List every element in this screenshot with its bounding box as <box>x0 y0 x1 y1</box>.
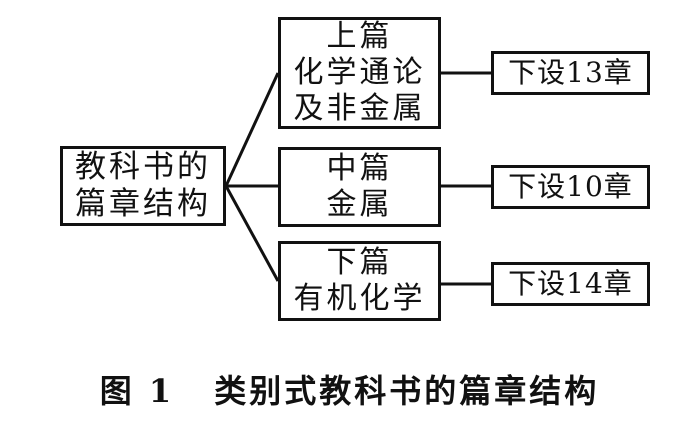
part2-line-2: 金属 <box>326 187 393 222</box>
chapter-count-node-middle: 下设10章 <box>491 165 650 209</box>
part1-line-3: 及非金属 <box>293 91 426 126</box>
figure-number: 图 1 <box>99 372 175 410</box>
part-node-middle: 中篇 金属 <box>278 147 441 227</box>
root-line-1: 教科书的 <box>75 149 211 185</box>
part3-line-2: 有机化学 <box>293 281 426 316</box>
part2-line-1: 中篇 <box>326 151 393 186</box>
part1-line-1: 上篇 <box>326 19 393 54</box>
chapter-count-text: 下设10章 <box>508 170 633 203</box>
part-node-lower: 下篇 有机化学 <box>278 241 441 321</box>
connector-root-part3 <box>224 185 280 282</box>
part3-line-1: 下篇 <box>326 245 393 280</box>
chapter-count-node-upper: 下设13章 <box>491 51 650 95</box>
chapter-count-text: 下设14章 <box>508 267 633 300</box>
chapter-count-node-lower: 下设14章 <box>491 262 650 306</box>
part-node-upper: 上篇 化学通论 及非金属 <box>278 17 441 129</box>
part1-line-2: 化学通论 <box>293 55 426 90</box>
connector-root-part1 <box>224 72 280 187</box>
root-node-textbook-structure: 教科书的 篇章结构 <box>60 146 226 226</box>
figure-title: 类别式教科书的篇章结构 <box>214 372 600 410</box>
root-line-2: 篇章结构 <box>75 186 211 222</box>
figure-caption: 图 1 类别式教科书的篇章结构 <box>0 366 699 412</box>
chapter-count-text: 下设13章 <box>508 56 633 89</box>
